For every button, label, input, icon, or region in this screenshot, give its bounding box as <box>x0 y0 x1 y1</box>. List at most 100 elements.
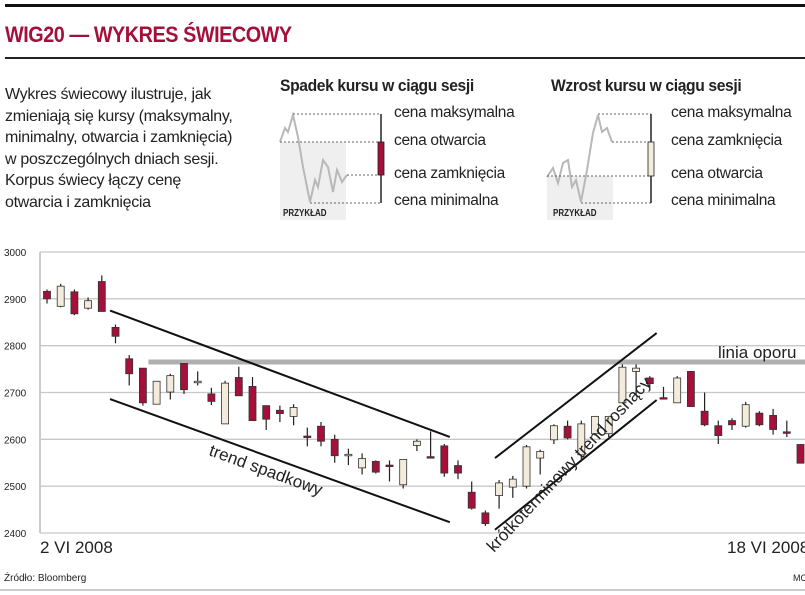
candle-body-up <box>344 453 353 457</box>
candle-body-down <box>234 377 243 397</box>
candle <box>645 376 654 388</box>
candle-body-up <box>495 482 504 496</box>
candle-body-down <box>385 464 394 467</box>
candle-body-down <box>454 465 462 474</box>
candle-body-up <box>577 423 586 456</box>
candle-body-down <box>687 371 695 407</box>
candle-body-up <box>522 446 531 487</box>
legend-up-label: cena zamknięcia <box>671 132 782 149</box>
candle <box>714 420 723 445</box>
candle <box>782 420 791 437</box>
candle <box>56 283 65 308</box>
candle-body-down <box>275 409 284 414</box>
candle <box>275 405 284 423</box>
legend-down-label: cena otwarcia <box>394 132 486 149</box>
candle-body-up <box>289 407 298 417</box>
legend-down-label: cena maksymalna <box>394 104 515 121</box>
candle-body-up <box>604 415 613 435</box>
legend-down-example: PRZYKŁAD <box>283 208 327 219</box>
candle-body-down <box>659 397 668 400</box>
candle <box>550 424 558 445</box>
candle <box>563 420 572 440</box>
candle <box>440 444 449 477</box>
example-up-candle <box>647 141 655 177</box>
candle-body-up <box>152 380 161 405</box>
candle-body-up <box>193 380 202 384</box>
candle-body-down <box>563 425 572 439</box>
candle-body-down <box>714 425 723 436</box>
uptrend-lower-line <box>494 399 658 531</box>
candle-body-down <box>700 410 709 426</box>
candle-body-up <box>56 285 65 307</box>
candle <box>796 444 805 464</box>
candle <box>371 460 380 474</box>
candle <box>289 404 298 426</box>
candle <box>769 408 777 435</box>
candle-body-down <box>755 412 764 426</box>
y-tick-label: 2500 <box>4 482 27 493</box>
candle-body-down <box>440 445 449 474</box>
candle <box>618 364 627 404</box>
candle-body-down <box>303 435 312 438</box>
candle <box>344 448 353 466</box>
intro-line: zmieniają się kursy (maksymalny, <box>5 107 233 125</box>
legend-down-graphic <box>279 111 385 220</box>
legend-up-label: cena otwarcia <box>671 165 763 182</box>
resistance-label: linia oporu <box>718 343 796 362</box>
candle <box>234 366 243 397</box>
candle <box>152 380 161 405</box>
candle-body-down <box>125 358 134 375</box>
candle <box>43 289 51 304</box>
candle-body-up <box>536 451 545 459</box>
candle-body-down <box>371 460 380 473</box>
legend-up-label: cena maksymalna <box>671 104 792 121</box>
candle-body-up <box>412 440 421 446</box>
candle <box>138 367 147 406</box>
source-note: Źródło: Bloomberg <box>4 571 86 584</box>
candle <box>97 275 106 312</box>
candle-body-down <box>645 377 654 385</box>
example-down-candle <box>377 141 385 176</box>
candle <box>84 297 92 310</box>
candle-body-down <box>111 327 120 337</box>
candle-body-up <box>166 375 175 393</box>
candle <box>412 439 421 452</box>
candle-body-up <box>508 478 517 488</box>
legend-up-title: Wzrost kursu w ciągu sesji <box>551 76 742 95</box>
candle-body-up <box>550 425 558 441</box>
candle-body-down <box>43 290 51 300</box>
candle-body-down <box>262 405 271 420</box>
candle <box>495 480 504 509</box>
candle-body-down <box>138 367 147 404</box>
intro-line: minimalny, otwarcia i zamknięcia) <box>5 129 233 146</box>
candle <box>481 510 490 526</box>
candle <box>508 475 517 498</box>
candle <box>700 392 709 427</box>
intro-line: Korpus świecy łączy cenę <box>5 172 181 189</box>
candle-body-up <box>673 377 682 404</box>
candle <box>687 371 695 407</box>
candle <box>111 324 120 344</box>
intro-text: Wykres świecowy ilustruje, jak zmieniają… <box>5 84 233 213</box>
candle-body-down <box>769 415 777 430</box>
intro-line: w poszczególnych dniach sesji. <box>5 150 219 168</box>
candle <box>317 422 325 447</box>
legend-up-example: PRZYKŁAD <box>553 208 597 219</box>
title-rule <box>5 57 805 59</box>
legend-down-label: cena minimalna <box>394 192 499 209</box>
candle <box>604 415 613 437</box>
intro-line: Wykres świecowy ilustruje, jak <box>5 86 212 103</box>
x-start-label: 2 VI 2008 <box>40 538 113 557</box>
y-tick-label: 2900 <box>4 295 27 306</box>
candle-body-down <box>207 393 216 402</box>
candle-body-down <box>70 291 79 315</box>
candle-body-down <box>481 512 490 525</box>
candle <box>426 431 435 459</box>
candle <box>180 363 188 394</box>
candle-body-down <box>317 425 325 442</box>
candle <box>399 459 408 489</box>
candle-body-up <box>741 404 750 427</box>
y-tick-label: 2600 <box>4 435 27 446</box>
candle <box>193 371 202 386</box>
